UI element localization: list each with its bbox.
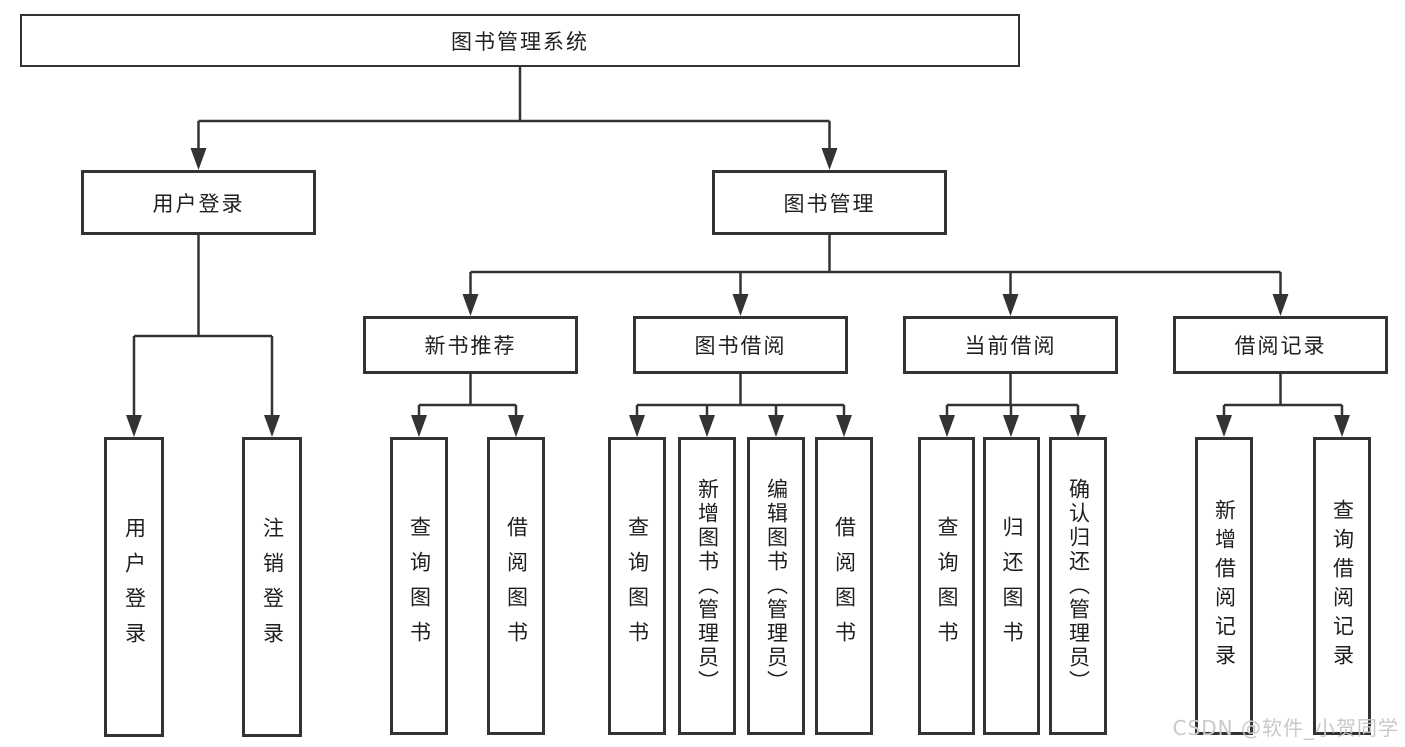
node-label: 图书管理系统 (451, 29, 589, 54)
leaf-query-books-recommend: 查询图书 (390, 437, 448, 735)
node-label: 归还图书 (1000, 516, 1024, 656)
leaf-logout: 注销登录 (242, 437, 302, 737)
leaf-borrow-books: 借阅图书 (815, 437, 873, 735)
node-label: 确认归还（管理员） (1066, 478, 1091, 694)
leaf-add-borrow-record: 新增借阅记录 (1195, 437, 1253, 735)
node-label: 新增图书（管理员） (695, 478, 720, 694)
leaf-user-login: 用户登录 (104, 437, 164, 737)
csdn-watermark: CSDN @软件_小贺同学 (1172, 716, 1399, 740)
leaf-query-borrow-record: 查询借阅记录 (1313, 437, 1371, 735)
node-label: 编辑图书（管理员） (764, 478, 789, 694)
arrowheads (126, 148, 1350, 437)
node-book-borrowing: 图书借阅 (633, 316, 848, 374)
node-label: 查询图书 (407, 516, 432, 656)
node-label: 借阅记录 (1234, 334, 1327, 358)
node-label: 借阅图书 (504, 516, 529, 656)
node-book-management: 图书管理 (712, 170, 947, 235)
node-new-book-recommendation: 新书推荐 (363, 316, 578, 374)
leaf-add-books-admin: 新增图书（管理员） (678, 437, 736, 735)
node-user-login: 用户登录 (81, 170, 316, 235)
node-library-management-system: 图书管理系统 (20, 14, 1020, 67)
leaf-borrow-books-recommend: 借阅图书 (487, 437, 545, 735)
node-label: 新增借阅记录 (1212, 499, 1237, 673)
leaf-query-books-current: 查询图书 (918, 437, 975, 735)
node-label: 图书管理 (783, 191, 876, 216)
node-label: 图书借阅 (694, 334, 787, 358)
node-label: 用户登录 (122, 517, 147, 657)
tree-edges (132, 67, 1344, 418)
node-label: 当前借阅 (964, 334, 1057, 358)
node-label: 新书推荐 (424, 334, 517, 358)
leaf-return-books: 归还图书 (983, 437, 1040, 735)
node-label: 查询图书 (625, 516, 650, 656)
node-label: 查询图书 (935, 516, 959, 656)
node-label: 注销登录 (260, 517, 285, 657)
node-label: 用户登录 (152, 191, 245, 216)
node-label: 查询借阅记录 (1330, 499, 1355, 673)
leaf-confirm-return-admin: 确认归还（管理员） (1049, 437, 1107, 735)
leaf-edit-books-admin: 编辑图书（管理员） (747, 437, 805, 735)
node-borrowing-records: 借阅记录 (1173, 316, 1388, 374)
leaf-query-books-borrow: 查询图书 (608, 437, 666, 735)
node-label: 借阅图书 (832, 516, 857, 656)
node-current-borrowing: 当前借阅 (903, 316, 1118, 374)
